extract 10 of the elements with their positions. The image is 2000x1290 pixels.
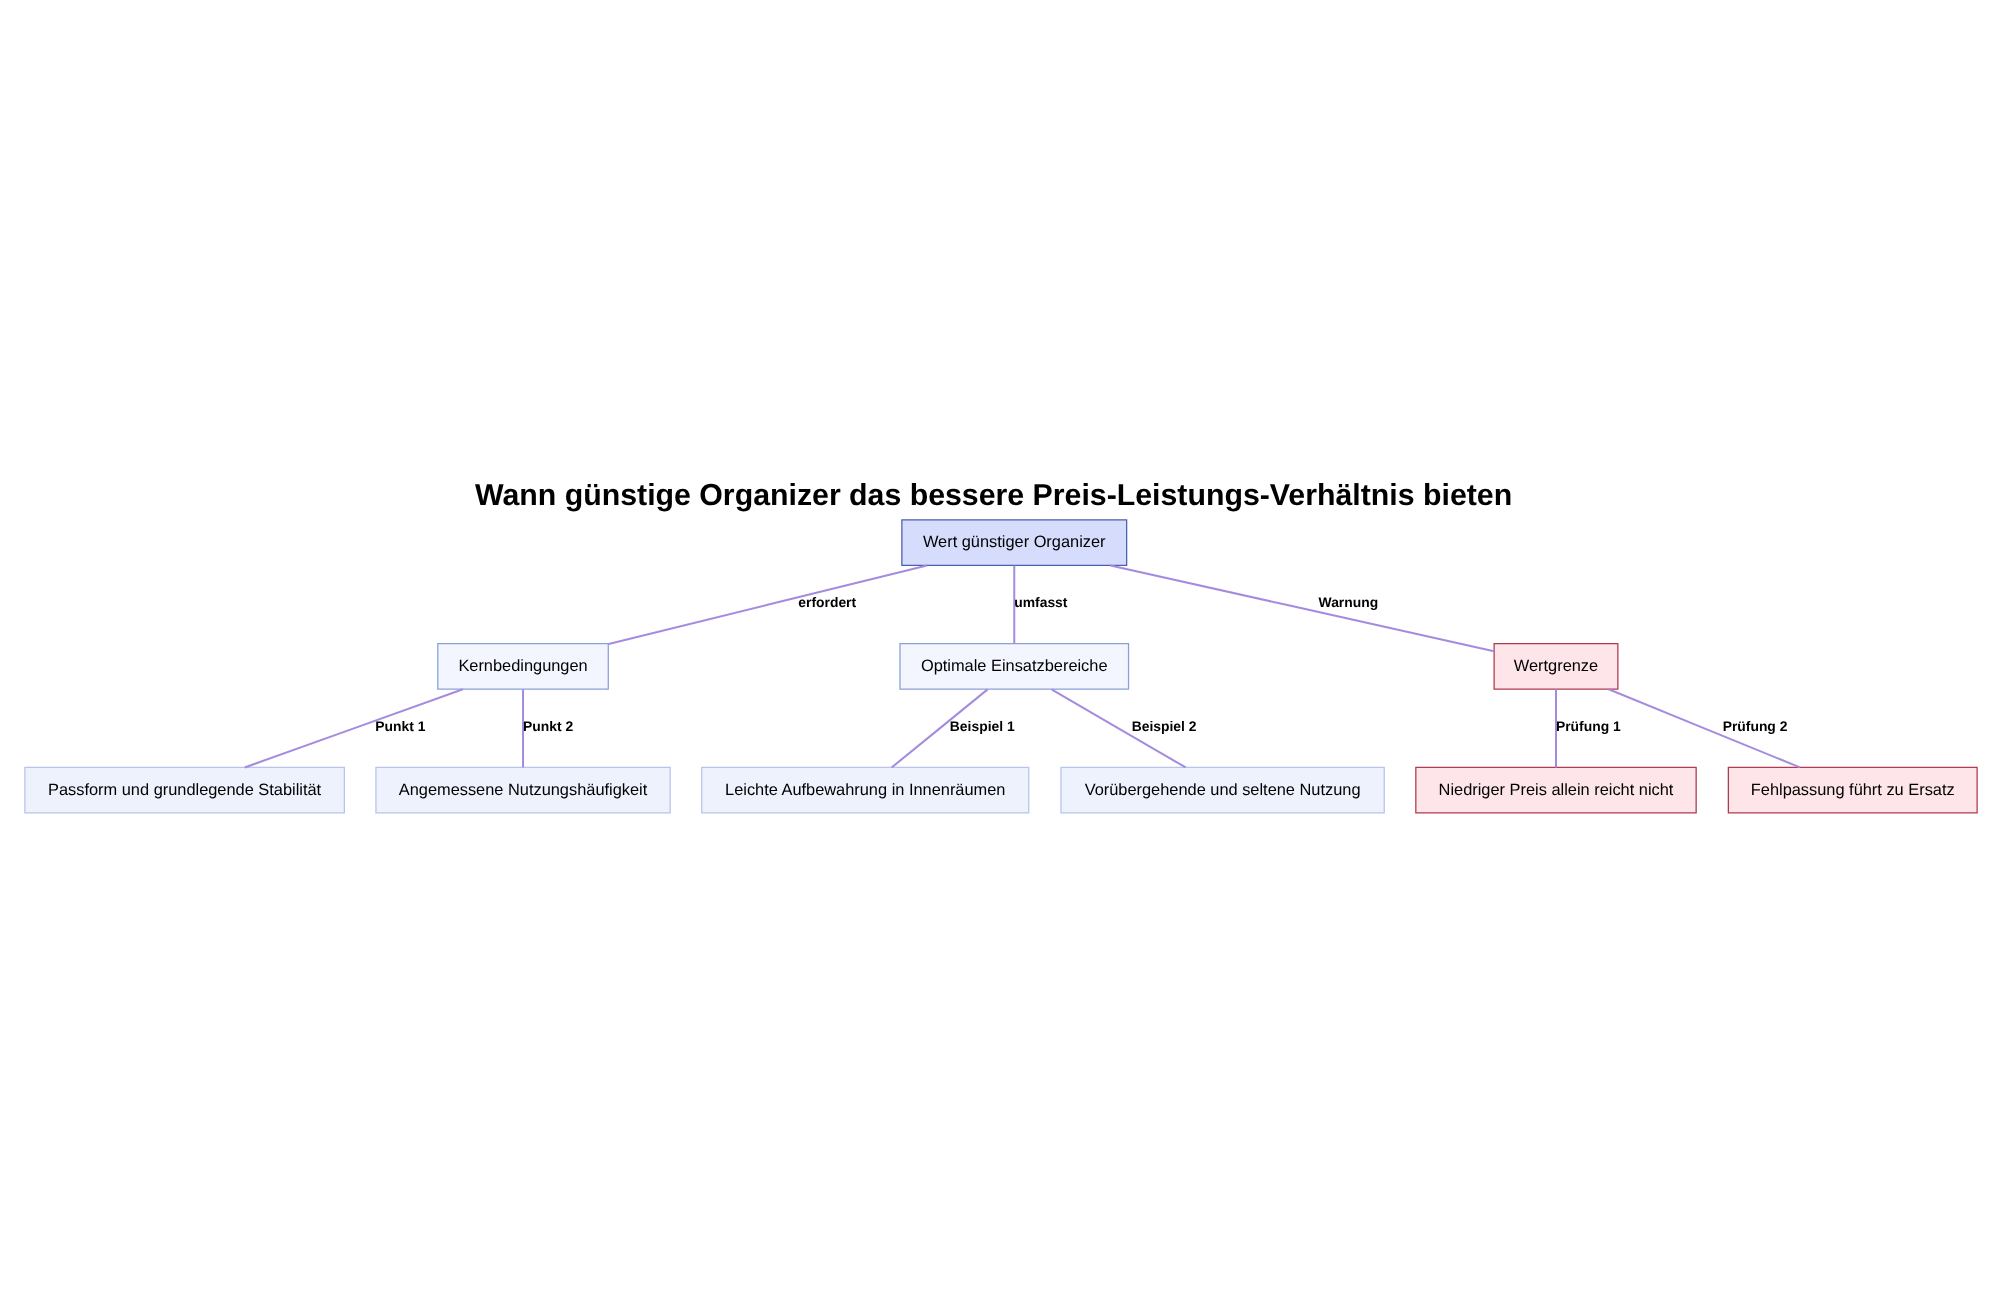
connector bbox=[1607, 688, 1800, 769]
diagram-title: Wann günstige Organizer das bessere Preis-Leistungs-Verhältnis bieten bbox=[474, 479, 1512, 514]
connector bbox=[890, 688, 988, 769]
connector bbox=[1012, 565, 1015, 644]
connector bbox=[243, 688, 463, 769]
connector bbox=[1554, 689, 1556, 768]
connector bbox=[607, 564, 927, 646]
connector bbox=[521, 689, 524, 768]
connector bbox=[1109, 564, 1494, 653]
connector bbox=[1050, 688, 1186, 769]
